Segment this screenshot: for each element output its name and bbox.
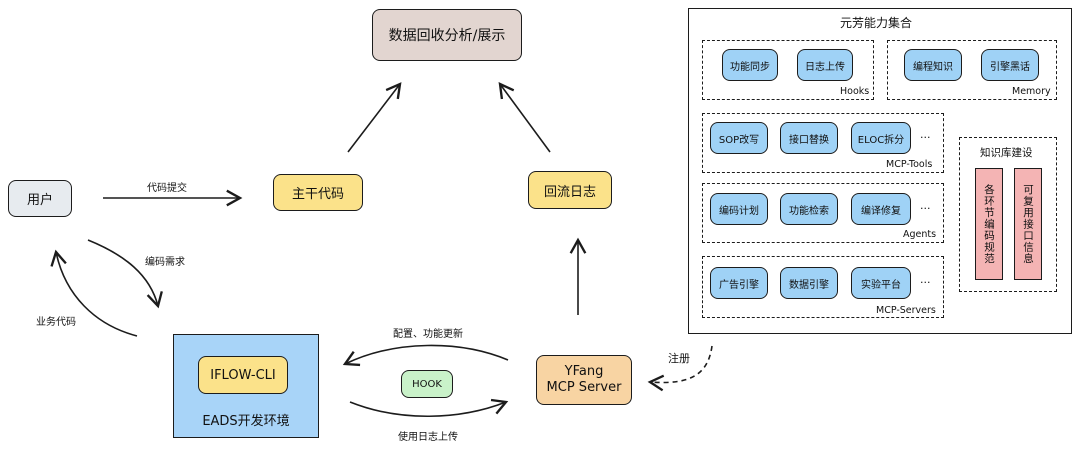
knowledge-item-1: 可复用接口信息 [1014, 168, 1042, 280]
mcp-tools-chip-2: ELOC拆分 [851, 122, 911, 154]
mcp-tools-group [702, 113, 944, 173]
agents-chip-2: 编译修复 [851, 193, 911, 225]
hooks-chip-1: 日志上传 [797, 49, 853, 81]
yfang-server-node: YFang MCP Server [536, 355, 632, 405]
analysis-display-node: 数据回收分析/展示 [372, 9, 522, 61]
memory-chip-0: 编程知识 [904, 49, 962, 81]
arrow-coding-need [87, 239, 163, 309]
knowledge-group [959, 137, 1057, 292]
user-node: 用户 [8, 180, 72, 217]
knowledge-item-0: 各环节编码规范 [975, 168, 1003, 280]
mcp-tools-chip-0: SOP改写 [710, 122, 768, 154]
agents-group [702, 183, 944, 243]
memory-label: Memory [1012, 86, 1051, 97]
mcp-servers-group [702, 256, 944, 318]
agents-label: Agents [903, 229, 937, 240]
mcp-servers-chip-1: 数据引擎 [780, 267, 838, 299]
mcp-tools-label: MCP-Tools [886, 159, 933, 170]
log-upload-label: 使用日志上传 [398, 432, 458, 443]
arrow-log-to-analysis [498, 82, 551, 153]
trunk-code-node: 主干代码 [273, 174, 363, 211]
agents-chip-0: 编码计划 [710, 193, 768, 225]
arrow-business-code [50, 249, 138, 337]
hooks-group [702, 40, 874, 100]
capability-panel-title: 元芳能力集合 [840, 16, 913, 30]
business-code-label: 业务代码 [36, 317, 76, 328]
agents-more: ... [920, 199, 931, 212]
backflow-log-node: 回流日志 [528, 171, 612, 209]
mcp-servers-chip-2: 实验平台 [851, 267, 911, 299]
mcp-tools-more: ... [920, 128, 931, 141]
knowledge-title: 知识库建设 [980, 147, 1033, 159]
memory-chip-1: 引擎黑话 [981, 49, 1039, 81]
arrow-trunk-to-analysis [347, 82, 402, 153]
arrow-config-update [342, 344, 509, 367]
hooks-chip-0: 功能同步 [722, 49, 778, 81]
mcp-tools-chip-1: 接口替换 [780, 122, 838, 154]
hook-node: HOOK [401, 370, 453, 398]
memory-group [887, 40, 1057, 100]
iflow-cli-node: IFLOW-CLI [198, 356, 288, 394]
arrow-log-upload [349, 398, 509, 418]
hooks-label: Hooks [840, 86, 870, 97]
mcp-servers-more: ... [920, 273, 931, 286]
mcp-servers-chip-0: 广告引擎 [710, 267, 768, 299]
coding-need-label: 编码需求 [145, 257, 185, 268]
register-label: 注册 [668, 352, 690, 365]
code-submit-label: 代码提交 [147, 183, 187, 194]
config-update-label: 配置、功能更新 [393, 329, 463, 340]
eads-env-label: EADS开发环境 [202, 414, 290, 429]
mcp-servers-label: MCP-Servers [876, 305, 936, 316]
agents-chip-1: 功能检索 [780, 193, 838, 225]
eads-env-node: EADS开发环境 [173, 334, 319, 438]
capability-panel [688, 8, 1072, 334]
